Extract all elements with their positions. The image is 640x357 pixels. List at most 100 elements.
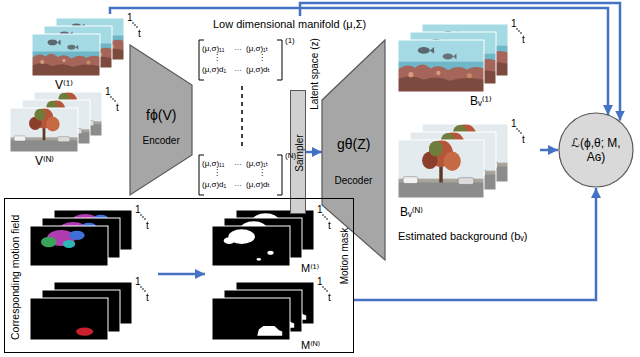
input-video-group-text: V⁽ᴺ⁾ <box>35 154 54 168</box>
encoder-trapezoid-text: fϕ(V) <box>146 107 176 124</box>
loss-circle-text: ℒ(ϕ,θ; M, Aɢ) <box>571 136 621 165</box>
frame-index: t <box>328 220 331 232</box>
loss-circle: ℒ(ϕ,θ; M, Aɢ) <box>558 112 634 188</box>
matrix-entry: (μ,σ)₁ₜ <box>246 159 268 169</box>
estimated-background-group-text: Bᵥ⁽ᴺ⁾ <box>400 205 423 219</box>
matrix-entry: (N) <box>285 151 296 161</box>
matrix-brackets-part <box>277 40 282 80</box>
frame-index: t <box>116 102 119 114</box>
loss-circle-shape <box>559 113 633 187</box>
frame-dots-part <box>520 132 522 134</box>
frame-dots-part <box>326 218 328 220</box>
flow-lines-part <box>158 273 205 276</box>
flow-arrow <box>306 151 322 154</box>
frame-dots-part <box>112 98 114 100</box>
motion-panel-text: Corresponding motion field <box>9 214 22 340</box>
frame-dots-part <box>518 130 520 132</box>
frame-index: 1 <box>127 12 133 24</box>
frame-index: 1 <box>317 204 323 216</box>
frame-dots-part <box>142 216 144 218</box>
frame-index: t <box>146 292 149 304</box>
frame-index: t <box>522 134 525 146</box>
flow-lines <box>158 3 620 274</box>
frame-index: 1 <box>317 276 323 288</box>
motion-panel-text: M⁽¹⁾ <box>301 262 319 275</box>
frame-dots-part <box>518 30 520 32</box>
matrix-entry: … <box>234 43 242 53</box>
input-frames-part <box>10 108 78 152</box>
frame-dots-part <box>324 288 326 290</box>
input-frames-part <box>32 34 100 76</box>
frame-dots-part <box>114 100 116 102</box>
encoder-trapezoid: fϕ(V) Encoder <box>130 45 192 195</box>
motion-mask-frames <box>212 210 314 340</box>
matrix-entry: (μ,σ)₁₁ <box>202 159 225 169</box>
frame-index: 1 <box>135 276 141 288</box>
motion-field-frames-part <box>30 226 108 266</box>
background-frames-part <box>398 140 484 198</box>
motion-mask-frames-part <box>212 226 290 266</box>
frame-index: 1 <box>105 86 111 98</box>
matrix-entry: (μ,σ)dₜ <box>246 65 270 75</box>
manifold-label: Low dimensional manifold (μ,Σ) <box>213 18 366 31</box>
matrix-entry: … <box>234 179 242 189</box>
background-frames-part <box>398 40 484 92</box>
frame-dots-part <box>142 288 144 290</box>
matrix-brackets-part <box>277 155 282 195</box>
matrix-brackets-part <box>241 86 243 150</box>
matrix-entry: (μ,σ)₁₁ <box>202 44 225 54</box>
encoder-trapezoid-shape <box>130 45 192 195</box>
motion-field-frames <box>30 210 132 340</box>
estimated-background-group-text: Bᵥ⁽¹⁾ <box>470 94 492 108</box>
frame-dots-part <box>134 24 136 26</box>
input-frames <box>10 18 124 152</box>
motion-mask-frames-part <box>212 226 290 266</box>
matrix-entry: ⋮ <box>213 168 221 178</box>
motion-mask-frames-part <box>212 298 290 340</box>
estimated-background-group: Bᵥ⁽¹⁾ Bᵥ⁽ᴺ⁾ Estimated background (bᵥ) <box>390 14 540 246</box>
input-video-group-text: V⁽¹⁾ <box>55 78 73 92</box>
matrix-entry: (μ,σ)d₁ <box>202 180 226 190</box>
encoder-trapezoid-text: Encoder <box>143 135 180 147</box>
matrix-entry: … <box>234 158 242 168</box>
frame-dots-part <box>144 218 146 220</box>
matrix-entry: (μ,σ)dₜ <box>246 180 270 190</box>
matrix-entry: … <box>234 64 242 74</box>
matrix-entry: ⋮ <box>213 53 221 63</box>
frame-dots-part <box>324 216 326 218</box>
edge-label: Latent space (z) <box>309 37 321 111</box>
background-frames-part <box>398 40 484 92</box>
motion-panel-text: Motion mask <box>339 228 351 285</box>
motion-field-frames-part <box>30 298 108 340</box>
decoder-trapezoid-text: Decoder <box>335 175 373 187</box>
input-frames-part <box>10 108 78 152</box>
background-frames-part <box>398 140 484 198</box>
matrix-entry: (μ,σ)d₁ <box>202 65 226 75</box>
frame-dots-part <box>144 290 146 292</box>
frame-dots <box>110 22 522 292</box>
motion-panel: Corresponding motion field Motion maskM⁽¹… <box>4 198 354 353</box>
frame-index: t <box>138 28 141 40</box>
estimated-background-group-text: Estimated background (bᵥ) <box>398 230 528 243</box>
motion-panel-text: M⁽ᴺ⁾ <box>301 339 320 352</box>
motion-field-frames-part <box>30 298 108 340</box>
matrix-entry: ⋮ <box>258 53 266 63</box>
frame-index: t <box>328 292 331 304</box>
frame-index: 1 <box>135 204 141 216</box>
flow-arrow <box>354 188 596 300</box>
background-frames <box>398 24 508 198</box>
motion-field-frames-part <box>30 226 108 266</box>
matrix-entry: (μ,σ)₁ₜ <box>246 44 268 54</box>
frame-index: 1 <box>511 118 517 130</box>
frame-index: 1 <box>511 18 517 30</box>
matrix-entry: ⋮ <box>258 168 266 178</box>
frame-dots-part <box>326 290 328 292</box>
flow-arrow <box>540 149 558 152</box>
matrix-brackets <box>199 40 282 195</box>
input-frames-part <box>32 34 100 76</box>
decoder-trapezoid-text: gθ(Z) <box>337 136 370 153</box>
matrix-entry: (1) <box>285 36 295 46</box>
motion-mask-frames-part <box>212 298 290 340</box>
frame-index: t <box>522 34 525 46</box>
